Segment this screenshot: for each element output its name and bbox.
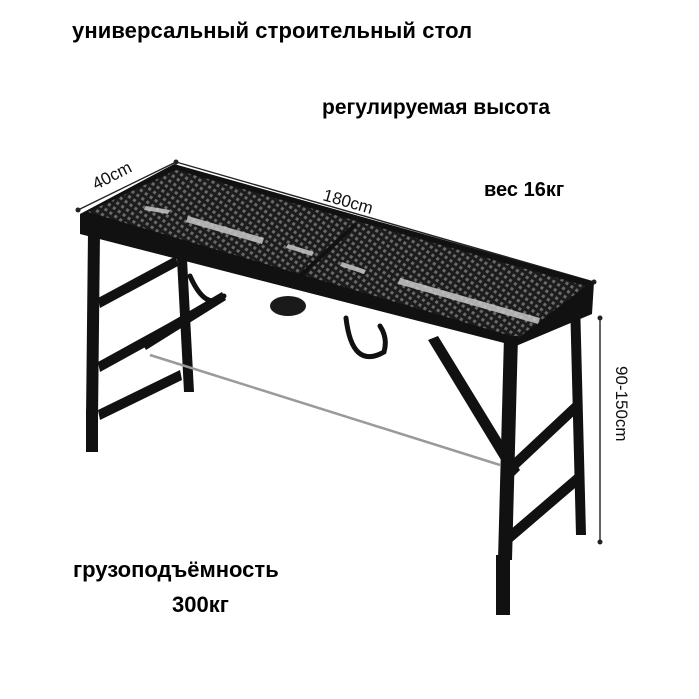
support-cable xyxy=(149,353,501,467)
height-dimension-line xyxy=(597,315,603,545)
carry-handles xyxy=(187,273,388,360)
mesh-tabletop xyxy=(80,164,594,346)
feature-adjustable-height: регулируемая высота xyxy=(322,96,551,119)
right-leg-frame xyxy=(428,336,582,615)
depth-dimension-line xyxy=(75,159,179,213)
center-hinge xyxy=(270,296,306,316)
feature-weight: вес 16кг xyxy=(484,179,565,201)
feature-load-capacity-label: грузоподъёмность xyxy=(73,557,279,582)
product-title: универсальный строительный стол xyxy=(72,18,473,43)
left-leg-frame xyxy=(86,232,226,452)
feature-load-capacity-value: 300кг xyxy=(172,592,229,617)
height-dimension-label: 90-150cm xyxy=(612,366,631,442)
depth-dimension-label: 40cm xyxy=(89,158,135,194)
